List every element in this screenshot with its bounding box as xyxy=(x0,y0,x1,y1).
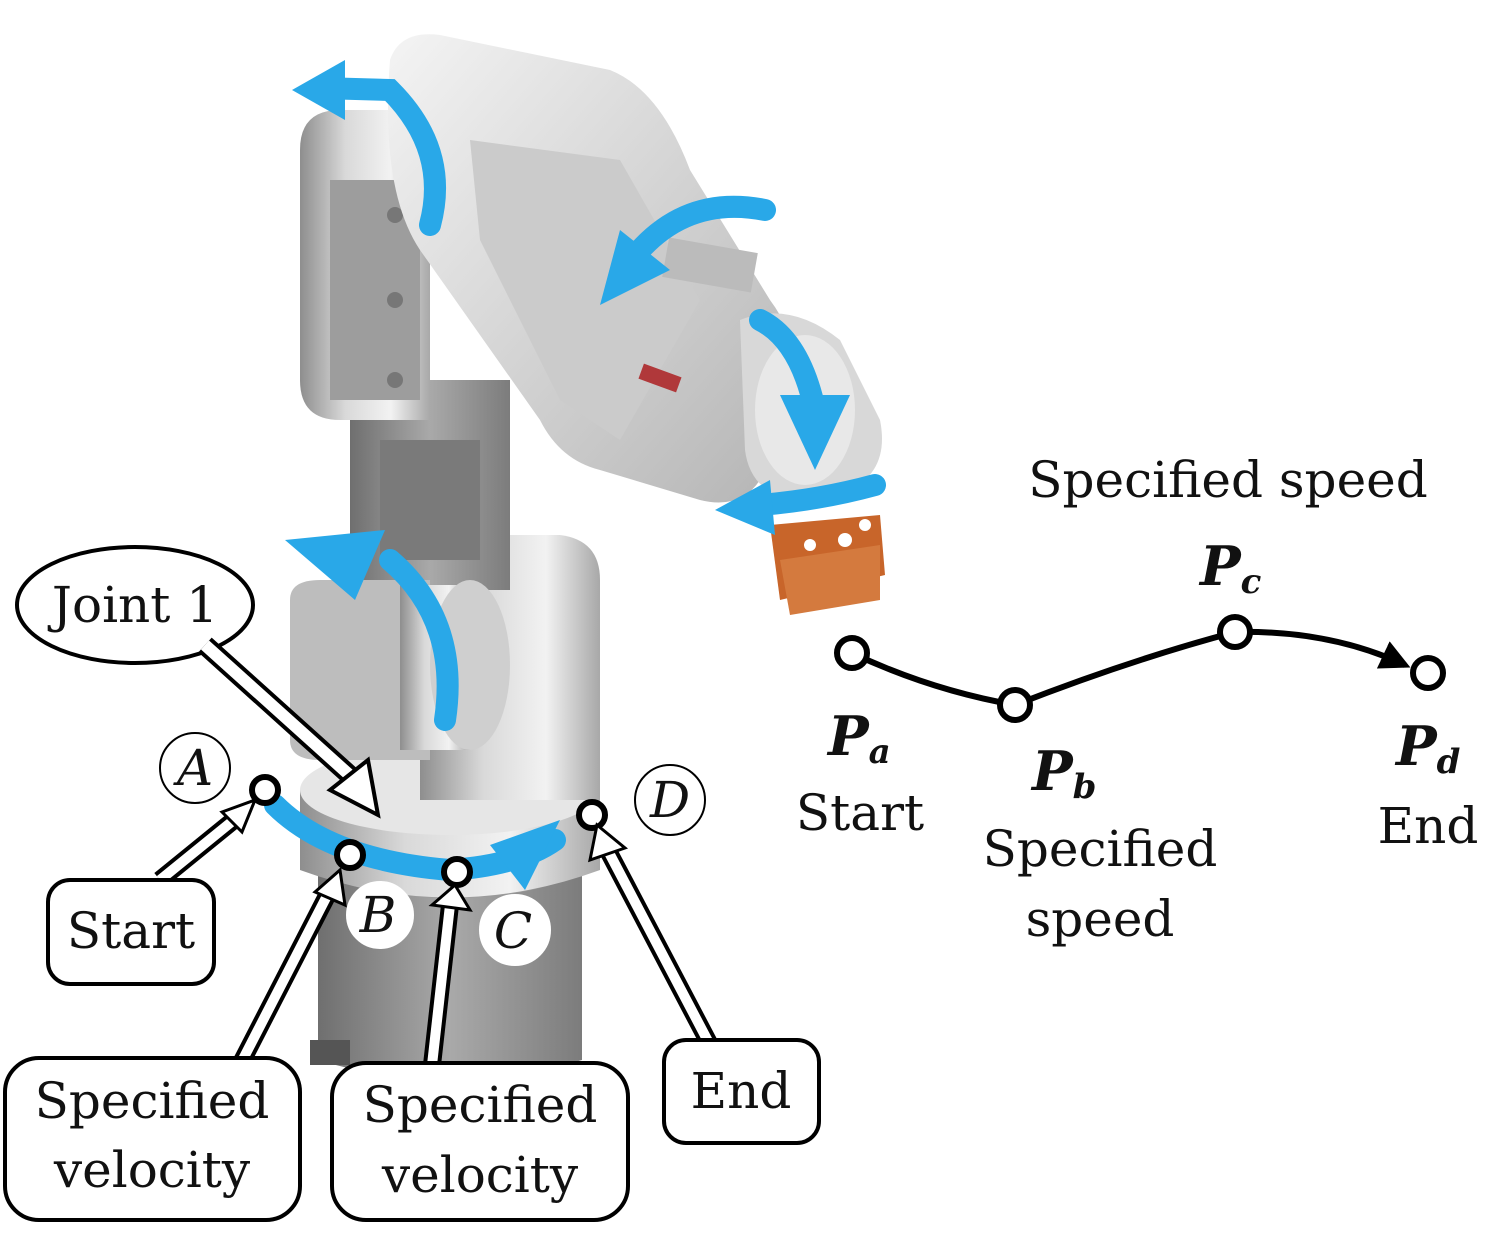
caption-pointers xyxy=(154,797,718,1070)
joint-2-arrowhead xyxy=(285,530,385,600)
path-pb-caption-line-2: speed xyxy=(1026,890,1175,948)
joint-point-c: C xyxy=(441,856,551,966)
caption-c-line-2: velocity xyxy=(381,1146,579,1204)
joint-4-rotation-arrow xyxy=(629,195,776,261)
robot-forearm xyxy=(388,34,793,503)
cartesian-path: Specified speed Pa Pb Pc Pd Start Specif… xyxy=(796,451,1478,948)
path-pb-caption-line-1: Specified xyxy=(983,820,1218,878)
joint-point-b-letter: B xyxy=(359,886,397,944)
joint-point-d-letter: D xyxy=(649,771,690,829)
caption-c-line-1: Specified xyxy=(363,1076,598,1134)
path-label-pb-letter: P xyxy=(1030,739,1074,803)
path-label-pd: Pd xyxy=(1394,714,1461,782)
joint-1-arrowhead xyxy=(490,820,560,890)
path-label-pa: Pa xyxy=(826,704,891,772)
robot-lower-arm xyxy=(350,380,510,590)
pointer-b xyxy=(231,867,347,1070)
caption-b: Specified velocity xyxy=(3,1056,302,1222)
path-pd-caption: End xyxy=(1378,797,1479,855)
path-label-pb-subscript: b xyxy=(1073,767,1097,807)
joint-point-c-letter: C xyxy=(494,902,532,960)
joint-1-callout: Joint 1 xyxy=(15,545,381,819)
path-label-pd-subscript: d xyxy=(1437,742,1461,782)
path-curve xyxy=(850,628,1411,709)
joint-point-d: D xyxy=(576,764,706,836)
caption-boxes: Start Specified velocity Specified veloc… xyxy=(3,878,821,1222)
path-point-pa xyxy=(834,635,870,671)
path-label-pc: Pc xyxy=(1198,534,1262,602)
joint-1-label: Joint 1 xyxy=(47,576,218,634)
joint-6-arrowhead xyxy=(715,480,775,535)
joint-5-arrowhead xyxy=(780,395,850,470)
robot-illustration xyxy=(290,34,885,1080)
path-top-caption: Specified speed xyxy=(1028,451,1428,509)
path-label-pd-letter: P xyxy=(1394,714,1438,778)
caption-b-line-1: Specified xyxy=(35,1072,270,1130)
joint-1-pointer xyxy=(198,637,381,819)
pointer-c xyxy=(423,882,473,1067)
robot-shoulder xyxy=(290,580,510,760)
joint-3-rotation-arrow xyxy=(309,77,446,236)
path-pa-caption: Start xyxy=(796,784,924,842)
joint-point-b: B xyxy=(334,839,414,949)
caption-end: End xyxy=(662,1038,821,1145)
joint-6-rotation-arrow xyxy=(749,474,886,516)
joint-2-rotation-arrow xyxy=(379,549,459,731)
pointer-d xyxy=(588,822,718,1050)
path-point-pd xyxy=(1410,655,1446,691)
pointer-start xyxy=(154,797,258,887)
caption-end-text: End xyxy=(691,1062,792,1120)
joint-point-a-letter: A xyxy=(173,739,213,797)
path-point-pc xyxy=(1217,614,1253,650)
path-label-pa-letter: P xyxy=(826,704,870,768)
joint-3-arrowhead xyxy=(292,60,345,120)
path-label-pa-subscript: a xyxy=(869,732,891,772)
caption-start: Start xyxy=(46,878,216,986)
robot-flange xyxy=(770,515,885,615)
joint-points: A B C D xyxy=(159,732,706,966)
path-point-pb xyxy=(997,687,1033,723)
path-label-pb: Pb xyxy=(1030,739,1096,807)
caption-c: Specified velocity xyxy=(330,1061,630,1222)
path-label-pc-subscript: c xyxy=(1241,562,1262,602)
caption-start-text: Start xyxy=(67,902,195,960)
joint-4-arrowhead xyxy=(600,230,670,305)
caption-b-line-2: velocity xyxy=(53,1141,251,1199)
joint-point-a: A xyxy=(159,732,281,806)
path-label-pc-letter: P xyxy=(1198,534,1242,598)
